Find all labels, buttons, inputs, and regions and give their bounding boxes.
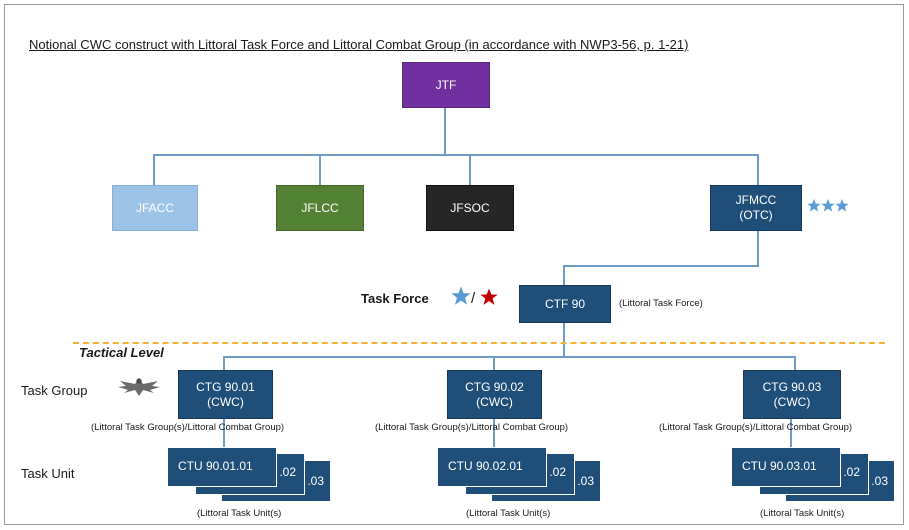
ctg-node-3: CTG 90.03 (CWC) <box>743 370 841 419</box>
connector-ctu1 <box>223 419 225 447</box>
ctu-card-main: CTU 90.03.01 <box>731 447 841 487</box>
jfmcc-otc-label: (OTC) <box>739 208 773 222</box>
connector-top-bus <box>153 154 759 156</box>
task-group-label: Task Group <box>21 383 88 398</box>
ctg-label: CTG 90.03 <box>762 379 822 394</box>
ctu-third-label: .03 <box>307 474 324 488</box>
three-star-icon <box>807 199 849 212</box>
red-star-icon <box>480 288 498 305</box>
ctu-second-label: .02 <box>549 465 566 479</box>
ctu-note-3: (Littoral Task Unit(s) <box>760 508 845 519</box>
connector-ctg1 <box>223 356 225 370</box>
ctu-card-main: CTU 90.02.01 <box>437 447 547 487</box>
ctg-node-1: CTG 90.01 (CWC) <box>178 370 273 419</box>
connector-ctu3 <box>790 419 792 447</box>
ctf-note: (Littoral Task Force) <box>619 298 703 309</box>
tactical-level-label: Tactical Level <box>79 345 164 360</box>
star-icon <box>807 199 821 212</box>
ctg-note-2: (Littoral Task Group(s)/Littoral Combat … <box>375 422 569 433</box>
eagle-insignia-icon <box>118 378 160 396</box>
star-icon <box>821 199 835 212</box>
jtf-node: JTF <box>402 62 490 108</box>
connector-jfsoc <box>469 154 471 185</box>
blue-star-icon <box>451 286 471 305</box>
diagram-title: Notional CWC construct with Littoral Tas… <box>29 37 689 52</box>
ctg-cwc-label: (CWC) <box>476 394 513 409</box>
connector-ctg2 <box>493 356 495 370</box>
ctu-second-label: .02 <box>279 465 296 479</box>
ctg-cwc-label: (CWC) <box>207 394 244 409</box>
star-icon <box>835 199 849 212</box>
ctu-main-label: CTU 90.01.01 <box>178 459 253 473</box>
jflcc-node: JFLCC <box>276 185 364 231</box>
ctu-note-1: (Littoral Task Unit(s) <box>197 508 282 519</box>
connector-ctf-in <box>563 265 565 285</box>
connector-ctu2 <box>493 419 495 447</box>
jfsoc-node: JFSOC <box>426 185 514 231</box>
ctg-note-3: (Littoral Task Group(s)/Littoral Combat … <box>659 422 853 433</box>
connector-jfmcc <box>757 154 759 185</box>
org-chart-frame: Notional CWC construct with Littoral Tas… <box>4 4 904 525</box>
ctu-main-label: CTU 90.02.01 <box>448 459 523 473</box>
ctg-note-1: (Littoral Task Group(s)/Littoral Combat … <box>91 422 285 433</box>
task-force-slash: / <box>471 290 476 307</box>
connector-jtf-down <box>444 108 446 156</box>
ctg-cwc-label: (CWC) <box>773 394 811 409</box>
jfmcc-label: JFMCC <box>735 193 777 207</box>
ctu-main-label: CTU 90.03.01 <box>742 459 817 473</box>
ctg-node-2: CTG 90.02 (CWC) <box>447 370 542 419</box>
jfacc-node: JFACC <box>112 185 198 231</box>
connector-jfmcc-down <box>757 231 759 267</box>
ctu-card-main: CTU 90.01.01 <box>167 447 277 487</box>
tactical-level-divider <box>73 342 885 344</box>
ctu-third-label: .03 <box>871 474 888 488</box>
jfmcc-node: JFMCC (OTC) <box>710 185 802 231</box>
connector-ctg3 <box>794 356 796 370</box>
ctu-note-2: (Littoral Task Unit(s) <box>466 508 551 519</box>
task-force-label: Task Force <box>361 291 429 306</box>
ctg-label: CTG 90.01 <box>196 379 255 394</box>
connector-ctf-down <box>563 323 565 358</box>
connector-jflcc <box>319 154 321 185</box>
ctu-third-label: .03 <box>577 474 594 488</box>
connector-ctf-bus <box>563 265 759 267</box>
ctg-label: CTG 90.02 <box>465 379 524 394</box>
connector-ctg-bus <box>223 356 796 358</box>
ctu-second-label: .02 <box>843 465 860 479</box>
connector-jfacc <box>153 154 155 185</box>
ctf-node: CTF 90 <box>519 285 611 323</box>
task-unit-label: Task Unit <box>21 466 75 481</box>
